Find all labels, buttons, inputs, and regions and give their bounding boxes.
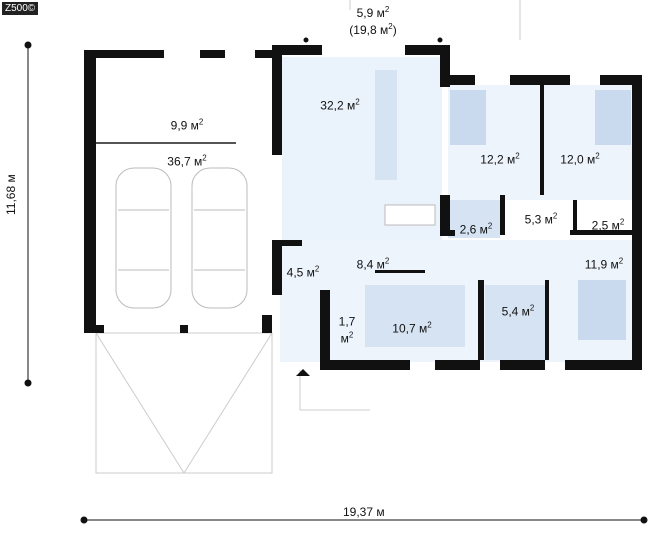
room-label: 2,5 м2 (591, 217, 625, 233)
room-label: 4,5 м2 (286, 264, 320, 280)
room-label: 1,7 м2 (338, 314, 356, 346)
room-label: 11,9 м2 (584, 256, 624, 272)
room-label: 36,7 м2 (167, 153, 207, 169)
room-label: 12,0 м2 (560, 151, 600, 167)
floors (280, 57, 632, 362)
room-label: 10,7 м2 (392, 320, 432, 336)
dimension-lines (24, 37, 648, 524)
room-label: 8,4 м2 (356, 256, 390, 272)
room-label: 12,2 м2 (480, 151, 520, 167)
room-label: 9,9 м2 (170, 117, 204, 133)
room-label: 32,2 м2 (320, 97, 360, 113)
room-label: 5,4 м2 (501, 303, 535, 319)
cars (115, 167, 248, 309)
width-dimension: 19,37 м (343, 505, 385, 519)
room-label: 2,6 м2 (459, 221, 493, 237)
walls (84, 45, 642, 376)
logo: Z500© (2, 2, 39, 15)
room-label: 5,3 м2 (524, 211, 558, 227)
height-dimension: 11,68 м (4, 174, 18, 215)
terrace-area: 5,9 м2(19,8 м2) (349, 5, 397, 37)
